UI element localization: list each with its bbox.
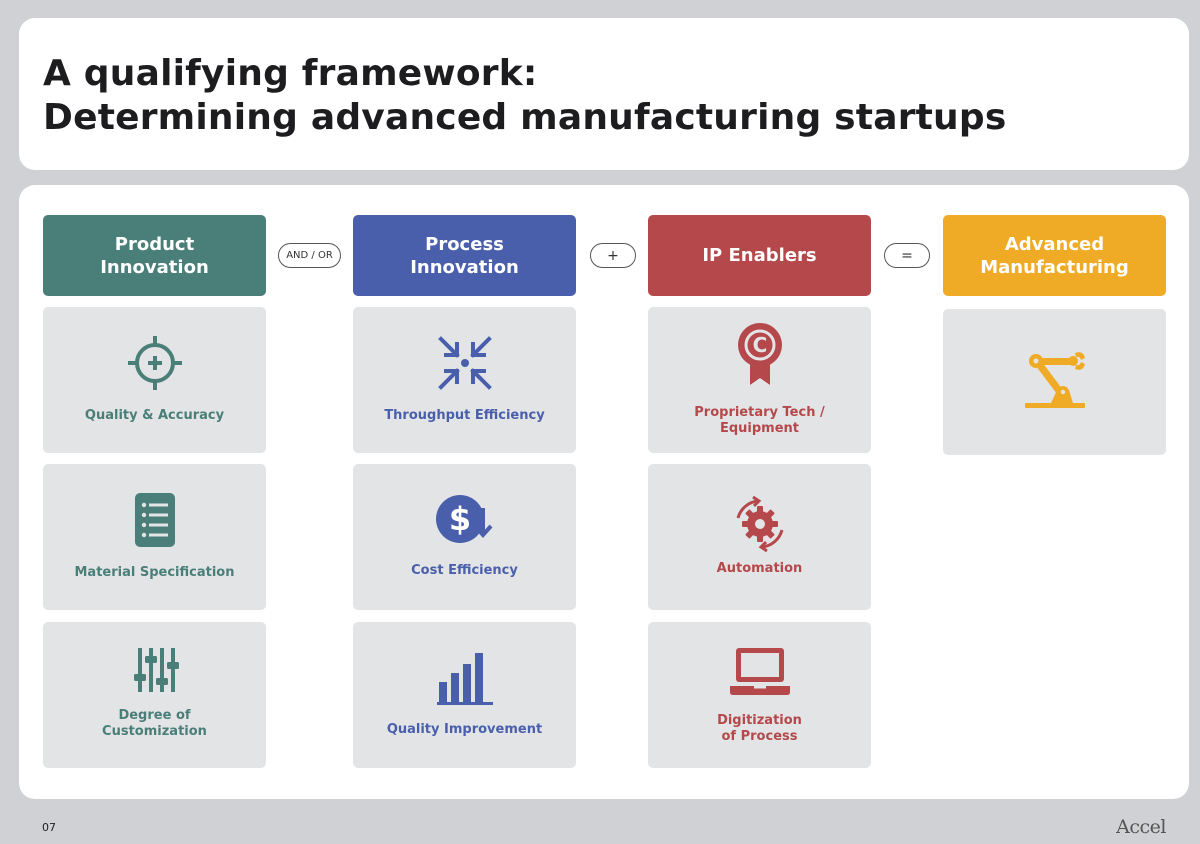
tile-label: Proprietary Tech / Equipment — [694, 405, 825, 436]
tile-cost-efficiency: $ Cost Efficiency — [353, 464, 576, 610]
tile-label: Material Specification — [74, 565, 235, 580]
header-product-innovation: Product Innovation — [43, 215, 266, 296]
tile-quality-improvement: Quality Improvement — [353, 622, 576, 768]
tile-label: Throughput Efficiency — [384, 408, 545, 423]
tile-label: Digitization of Process — [717, 713, 802, 744]
sliders-icon — [123, 638, 187, 702]
tile-quality-accuracy: Quality & Accuracy — [43, 307, 266, 453]
svg-text:C: C — [752, 333, 767, 357]
operator-plus: + — [590, 243, 636, 268]
bar-chart-icon — [433, 644, 497, 708]
tile-throughput-efficiency: Throughput Efficiency — [353, 307, 576, 453]
svg-text:$: $ — [448, 500, 470, 538]
tile-material-specification: Material Specification — [43, 464, 266, 610]
laptop-icon — [728, 638, 792, 702]
header-ip-enablers: IP Enablers — [648, 215, 871, 296]
robot-arm-icon — [1023, 348, 1087, 412]
tile-degree-of-customization: Degree of Customization — [43, 622, 266, 768]
tile-label: Quality Improvement — [386, 722, 543, 737]
header-process-innovation: Process Innovation — [353, 215, 576, 296]
tile-label: Cost Efficiency — [411, 563, 518, 578]
tile-label: Quality & Accuracy — [84, 408, 225, 423]
converging-arrows-icon — [433, 331, 497, 395]
tile-label: Automation — [716, 561, 803, 576]
tile-proprietary-tech: C Proprietary Tech / Equipment — [648, 307, 871, 453]
page-title-line-1: A qualifying framework: — [43, 53, 538, 94]
tile-automation: Automation — [648, 464, 871, 610]
tile-label: Degree of Customization — [102, 708, 207, 739]
gear-cycle-icon — [728, 492, 792, 556]
dollar-down-icon: $ — [433, 488, 497, 552]
tile-advanced-manufacturing — [943, 309, 1166, 455]
brand-logo: Accel — [1116, 816, 1166, 838]
operator-equals: = — [884, 243, 930, 268]
copyright-ribbon-icon: C — [728, 321, 792, 385]
operator-and-or: AND / OR — [278, 243, 341, 268]
title-card: A qualifying framework: Determining adva… — [19, 18, 1189, 170]
header-advanced-manufacturing: Advanced Manufacturing — [943, 215, 1166, 296]
crosshair-plus-icon — [123, 331, 187, 395]
tile-digitization-of-process: Digitization of Process — [648, 622, 871, 768]
document-list-icon — [123, 488, 187, 552]
page-number: 07 — [42, 821, 56, 834]
page-title-line-2: Determining advanced manufacturing start… — [43, 97, 1007, 138]
